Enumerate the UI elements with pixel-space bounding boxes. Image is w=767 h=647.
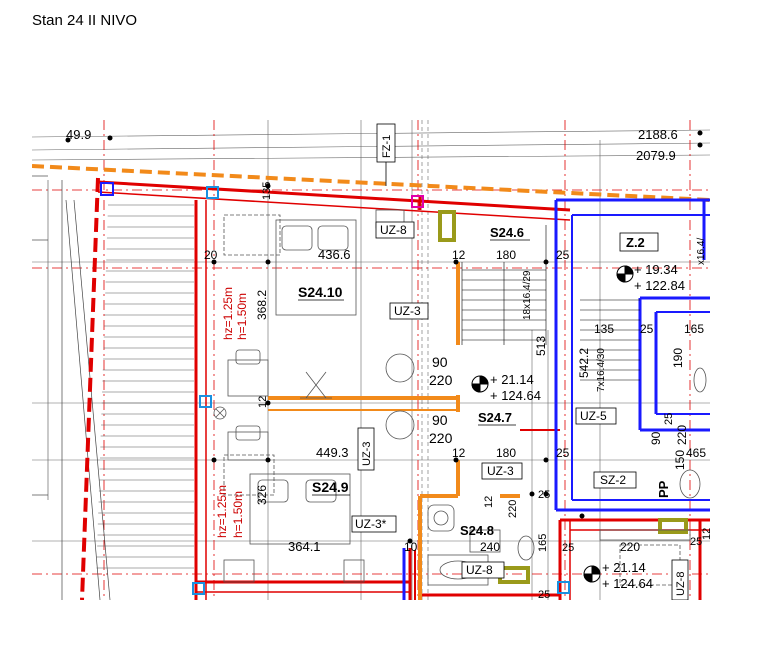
stair-label-3: x16.4/: [696, 238, 707, 265]
facade-louvers: [32, 175, 111, 600]
dim-220-c: 220: [675, 425, 689, 445]
furniture: [213, 209, 707, 586]
stair-labels: 18x16.4/29 7x16.4/30 x16.4/: [522, 238, 707, 392]
dim-90-c: 90: [649, 431, 663, 445]
dim-25-f: 25: [538, 589, 550, 601]
room-s24-9: S24.9: [312, 479, 349, 495]
room-pp: PP: [656, 480, 671, 498]
dim-12-d: 12: [483, 496, 495, 508]
tag-uz3-b: UZ-3: [361, 442, 373, 466]
stair-label-2: 7x16.4/30: [596, 348, 607, 392]
dim-326: 326: [255, 485, 269, 505]
room-z2: Z.2: [626, 235, 645, 250]
dim-220-e: 220: [620, 540, 640, 554]
note-h-1: h=1.50m: [235, 293, 249, 340]
dim-10: 10: [404, 540, 418, 554]
tag-fz1: FZ-1: [381, 135, 393, 158]
dim-165-b: 165: [537, 534, 549, 552]
dim-368-2: 368.2: [255, 290, 269, 320]
window-notes: hz=1.25m h=1.50m hz=1.25m h=1.50m: [215, 287, 249, 538]
roof-edge-line: [32, 164, 710, 202]
stair-treads: [461, 225, 640, 381]
dim-180-b: 180: [496, 446, 516, 460]
dim-25-a: 25: [556, 248, 570, 262]
dim-25-b: 25: [556, 446, 570, 460]
dim-90-a: 90: [432, 354, 448, 370]
dim-542-2: 542.2: [577, 348, 591, 378]
dim-465: 465: [686, 446, 706, 460]
dim-436-6: 436.6: [318, 247, 351, 262]
tag-uz3-c: UZ-3: [487, 464, 514, 478]
dim-240: 240: [480, 540, 500, 554]
dim-513: 513: [534, 336, 548, 356]
note-h-2: h=1.50m: [231, 491, 245, 538]
room-s24-10: S24.10: [298, 284, 343, 300]
dim-135-b: 135: [261, 182, 273, 200]
dim-25-g: 25: [690, 536, 702, 548]
partition-walls-orange: [268, 262, 520, 600]
dim-220-b: 220: [429, 430, 453, 446]
tag-uz8-c: UZ-8: [675, 572, 687, 596]
dim-25-e: 25: [562, 542, 574, 554]
level-b2: + 122.84: [634, 278, 685, 293]
room-labels: S24.10 S24.9 S24.6 S24.7 S24.8 Z.2 PP: [298, 225, 671, 538]
tag-sz2: SZ-2: [600, 473, 626, 487]
dim-364-1: 364.1: [288, 539, 321, 554]
page-title: Stan 24 II NIVO: [32, 12, 138, 29]
dimension-labels: 49.9 2188.6 2079.9 436.6 368.2 449.3 326…: [66, 127, 713, 601]
dim-2188-6: 2188.6: [638, 127, 678, 142]
dim-150: 150: [673, 450, 687, 470]
level-b1: + 19.34: [634, 262, 678, 277]
dim-12-e: 12: [701, 528, 713, 540]
tag-uz5: UZ-5: [580, 409, 607, 423]
level-symbols: [471, 265, 634, 583]
level-c2: + 124.64: [602, 576, 653, 591]
note-hz-1: hz=1.25m: [221, 287, 235, 340]
dim-49-9: 49.9: [66, 127, 91, 142]
element-tags: [351, 123, 689, 600]
dim-220-f: 220: [507, 500, 519, 518]
dim-25-c: 25: [640, 322, 654, 336]
stair-label-1: 18x16.4/29: [522, 270, 533, 320]
dim-165: 165: [684, 322, 704, 336]
dim-20: 20: [204, 248, 218, 262]
column-markers: [100, 182, 570, 595]
dim-449-3: 449.3: [316, 445, 349, 460]
dim-12-a: 12: [452, 248, 466, 262]
adjacent-walls-blue: [402, 198, 710, 600]
dimension-ticks: [65, 130, 703, 544]
dim-25-d: 25: [538, 489, 550, 501]
dim-135: 135: [594, 322, 614, 336]
dim-12-c: 12: [257, 396, 269, 408]
level-a1: + 21.14: [490, 372, 534, 387]
tag-uz8-b: UZ-8: [466, 563, 493, 577]
exterior-wall-red: [80, 177, 710, 600]
dim-25-h: 25: [663, 413, 675, 425]
dim-12-b: 12: [452, 446, 466, 460]
tag-uz8: UZ-8: [380, 223, 407, 237]
level-labels: + 21.14 + 124.64 + 19.34 + 122.84 + 21.1…: [490, 262, 685, 591]
room-s24-8: S24.8: [460, 523, 494, 538]
note-hz-2: hz=1.25m: [215, 485, 229, 538]
louver-hatch: [96, 204, 194, 569]
dim-190: 190: [671, 348, 685, 368]
level-c1: + 21.14: [602, 560, 646, 575]
tag-uz3-a: UZ-3: [394, 304, 421, 318]
room-s24-6: S24.6: [490, 225, 524, 240]
dim-2079-9: 2079.9: [636, 148, 676, 163]
dim-180-a: 180: [496, 248, 516, 262]
level-a2: + 124.64: [490, 388, 541, 403]
dim-90-b: 90: [432, 412, 448, 428]
tag-uz3-star: UZ-3*: [355, 517, 387, 531]
dim-220-a: 220: [429, 372, 453, 388]
room-s24-7: S24.7: [478, 410, 512, 425]
element-tag-labels: FZ-1 UZ-8 UZ-3 UZ-3 UZ-3 UZ-3* UZ-5 SZ-2…: [355, 135, 687, 596]
